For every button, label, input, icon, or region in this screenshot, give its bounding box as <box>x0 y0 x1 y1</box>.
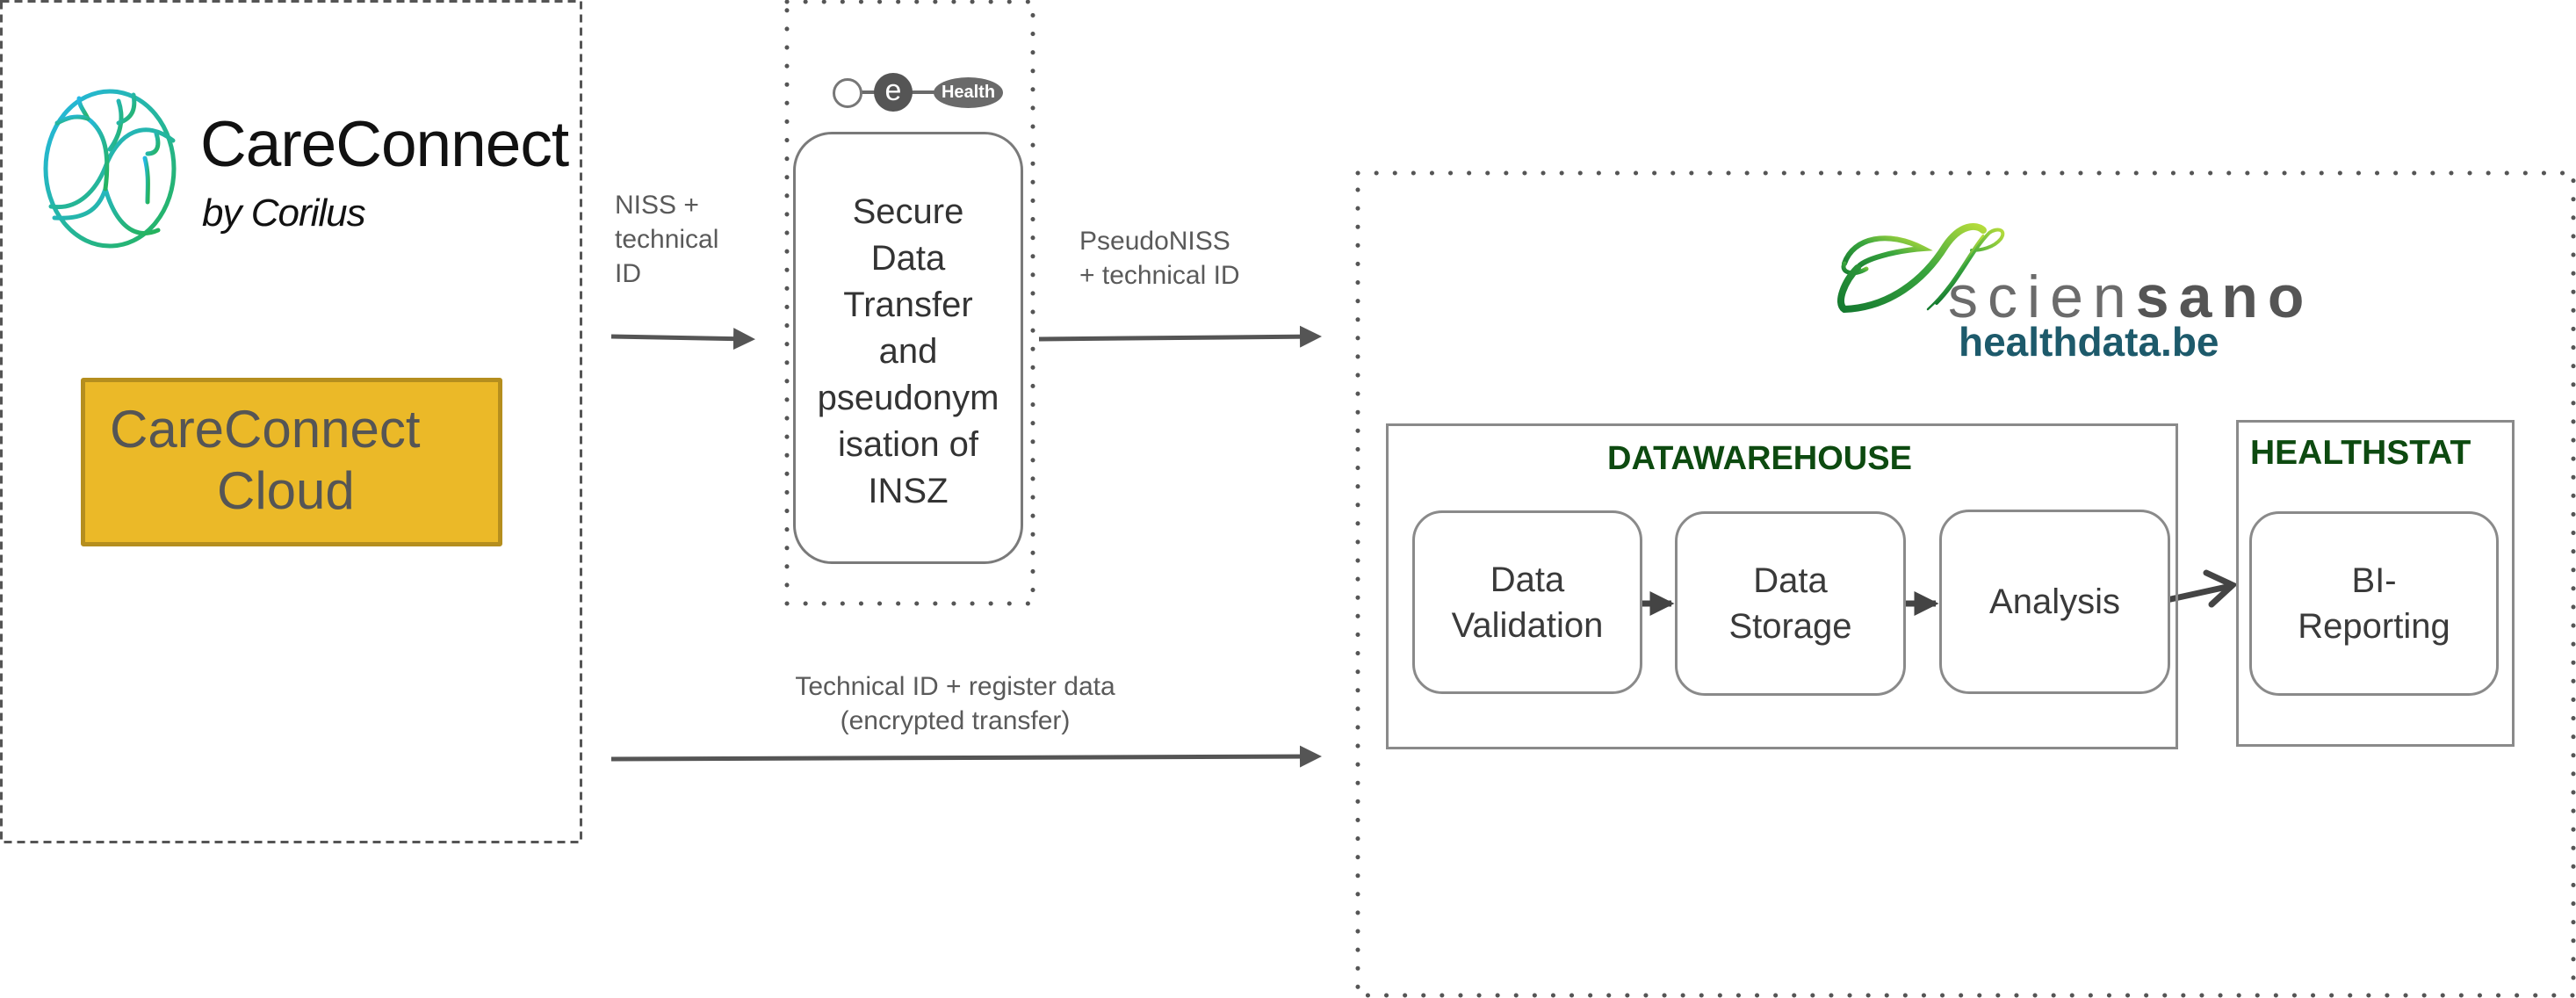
process-line: Transfer <box>843 286 973 324</box>
sciensano-wordmark-light: scien <box>1948 264 2136 330</box>
process-line: Secure <box>852 192 964 231</box>
cloud-box-line-1: CareConnect <box>110 400 421 459</box>
step-line: Validation <box>1451 605 1604 645</box>
step-data-storage: Data Storage <box>1675 511 1906 696</box>
process-line: isation of <box>837 425 979 464</box>
label-line: (encrypted transfer) <box>840 706 1071 735</box>
step-line: Data <box>1490 560 1565 599</box>
healthstat-frame <box>2236 420 2515 747</box>
datawarehouse-title: DATAWAREHOUSE <box>1607 440 1912 477</box>
label-line: ID <box>615 259 641 288</box>
label-line: technical <box>615 225 719 254</box>
step-line: Storage <box>1728 607 1852 646</box>
niss-arrow-label: NISS + technical ID <box>615 188 718 291</box>
register-data-arrow-label: Technical ID + register data (encrypted … <box>755 669 1155 738</box>
careconnect-brand-name: CareConnect <box>200 109 569 180</box>
label-line: NISS + <box>615 191 699 220</box>
careconnect-byline: by Corilus <box>202 192 366 235</box>
sciensano-wordmark: sciensano <box>1948 267 2313 327</box>
step-line: Data <box>1753 561 1828 600</box>
source-container <box>0 0 582 843</box>
healthstat-title: HEALTHSTAT <box>2250 434 2471 472</box>
datawarehouse-frame <box>1386 423 2178 749</box>
ehealth-logo-ring-icon <box>833 78 862 108</box>
label-line: + technical ID <box>1079 261 1240 290</box>
careconnect-logo-icon <box>43 89 177 249</box>
label-line: Technical ID + register data <box>795 672 1115 701</box>
step-data-validation: Data Validation <box>1412 510 1642 694</box>
cloud-box-line-2: Cloud <box>217 461 355 520</box>
pseudo-niss-arrow-label: PseudoNISS + technical ID <box>1079 224 1240 293</box>
careconnect-cloud-box: CareConnect Cloud <box>81 378 502 546</box>
ehealth-logo-e-icon: e <box>874 73 913 112</box>
secure-transfer-process-box: Secure Data Transfer and pseudonym isati… <box>793 132 1023 564</box>
process-line: INSZ <box>868 472 949 510</box>
step-line: BI- <box>2351 561 2397 600</box>
label-line: PseudoNISS <box>1079 227 1230 256</box>
arrow-register-data <box>610 745 1322 768</box>
sciensano-wordmark-bold: sano <box>2135 264 2314 330</box>
healthdata-wordmark: healthdata.be <box>1959 319 2219 365</box>
arrow-pseudo-niss <box>1038 325 1322 348</box>
step-line: Analysis <box>1989 582 2120 621</box>
process-line: pseudonym <box>817 379 999 417</box>
sciensano-logo-icon <box>1837 223 2005 314</box>
step-analysis: Analysis <box>1939 510 2170 694</box>
step-line: Reporting <box>2298 607 2450 646</box>
ehealth-logo-text: Health <box>934 77 1003 108</box>
process-line: Data <box>870 239 946 278</box>
process-line: and <box>878 332 938 371</box>
step-bi-reporting: BI- Reporting <box>2249 511 2499 696</box>
arrow-niss <box>610 328 755 351</box>
